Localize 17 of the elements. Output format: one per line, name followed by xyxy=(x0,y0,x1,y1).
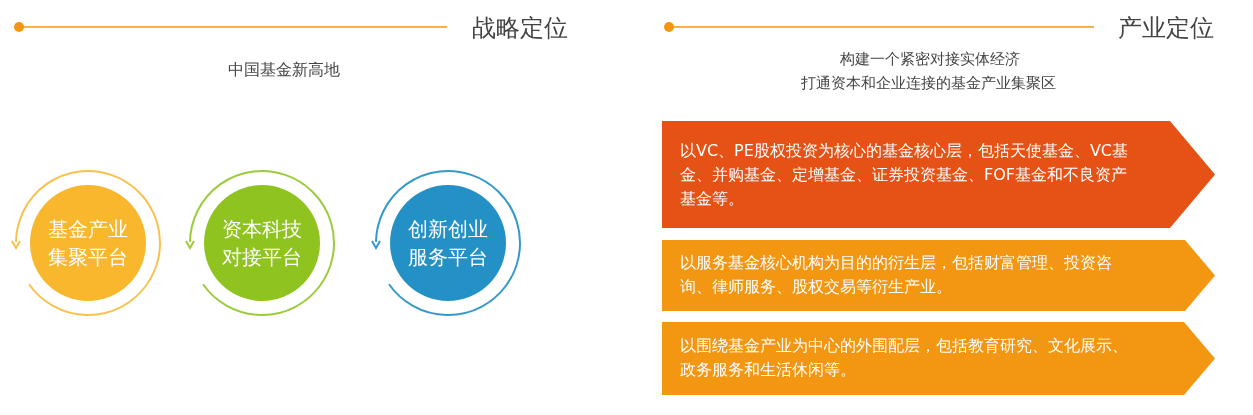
layer-description: 以服务基金核心机构为目的的衍生层，包括财富管理、投资咨询、律师服务、股权交易等衍生产业。 xyxy=(680,252,1113,298)
platform-circle xyxy=(204,185,320,301)
chevron-banner xyxy=(662,240,1215,311)
subtitle: 构建一个紧密对接实体经济 xyxy=(840,50,1020,69)
chevron-banner xyxy=(662,121,1215,228)
platform-name: 创新创业服务平台 xyxy=(407,216,489,271)
section-heading: 产业定位 xyxy=(1118,13,1214,44)
platform-name: 基金产业集聚平台 xyxy=(47,216,129,271)
layer-description: 以围绕基金产业为中心的外围配层，包括教育研究、文化展示、政务服务和生活休闲等。 xyxy=(680,335,1128,381)
subtitle: 中国基金新高地 xyxy=(228,60,340,81)
layer-description: 以VC、PE股权投资为核心的基金核心层，包括天使基金、VC基金、并购基金、定增基金、证券投资基金、FOF基金和不良资产基金等。 xyxy=(680,140,1128,210)
platform-circle xyxy=(390,185,506,301)
subtitle: 打通资本和企业连接的基金产业集聚区 xyxy=(801,74,1056,93)
platform-name: 资本科技对接平台 xyxy=(221,216,303,271)
chevron-banner xyxy=(662,322,1215,395)
section-heading: 战略定位 xyxy=(472,13,568,44)
platform-circle xyxy=(30,185,146,301)
